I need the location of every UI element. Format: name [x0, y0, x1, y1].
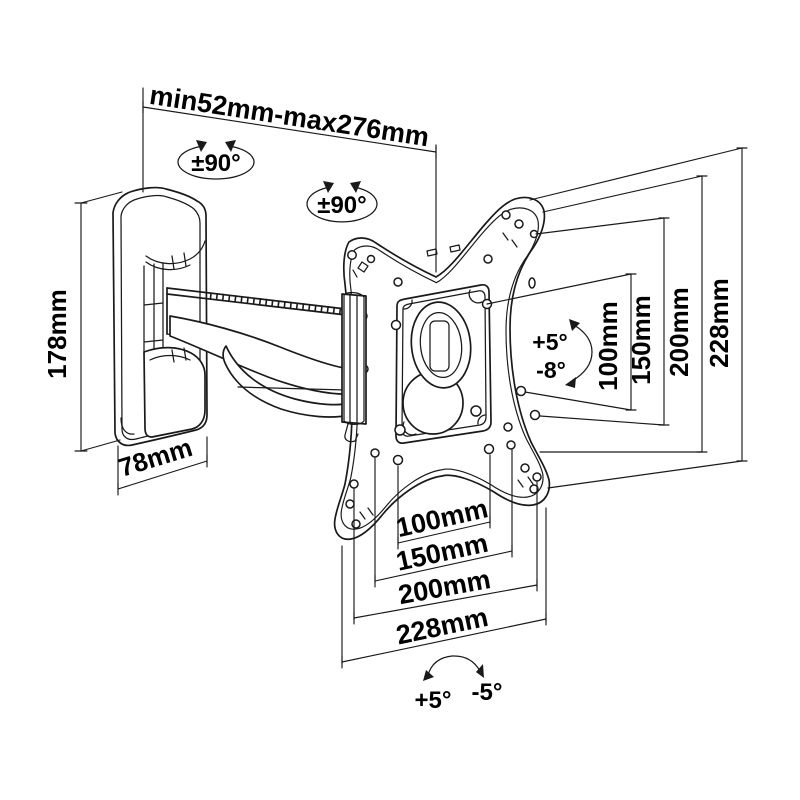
lower-knuckle [143, 346, 206, 438]
upper-knuckle-edge2 [145, 261, 191, 271]
vesa-plate [333, 196, 551, 541]
tilt-arrow-up [569, 319, 580, 331]
vesa-square-inner [401, 290, 487, 437]
wall-plate-height-label: 178mm [42, 289, 72, 379]
extension-range-label: min52mm-max276mm [148, 80, 431, 152]
arm-beam-knurling [209, 292, 346, 315]
lower-knuckle-edge [149, 347, 191, 363]
vesa-hinge-column [341, 293, 367, 425]
swivel-arrow-right [225, 140, 236, 152]
vesa-square-corner-reliefs [402, 289, 487, 436]
level-arrow-left [423, 670, 434, 681]
dim-vesa-vertical-200: 200mm [539, 175, 708, 453]
hinge-pillar [143, 262, 164, 353]
swivel-arm-label: ±90° [191, 150, 240, 177]
vesa-hinge-lines [343, 291, 365, 425]
level-indicator: +5° -5° [415, 655, 503, 714]
swivel-indicator-arm: ±90° [177, 140, 255, 180]
vesa-v100-label: 100mm [593, 301, 623, 391]
swivel-arrow-right2 [350, 181, 361, 193]
center-ring-inner [419, 311, 463, 379]
vesa-v200-label: 200mm [664, 287, 694, 377]
vesa-h228-label: 228mm [393, 602, 490, 651]
dim-wall-plate-height: 178mm [42, 191, 123, 452]
arm-bottom-line [237, 386, 347, 391]
wall-plate-inner-outline [120, 194, 201, 441]
level-arrow-right [476, 664, 484, 678]
mounting-holes [345, 210, 542, 529]
upper-knuckle-teeth [171, 252, 187, 270]
dim-vesa-vertical-100: 100mm [486, 273, 637, 411]
vesa-v150-label: 150mm [626, 295, 656, 385]
articulating-arm [166, 287, 367, 443]
dim-vesa-vertical-150: 150mm [535, 217, 670, 426]
upper-knuckle-edge [145, 240, 206, 265]
level-minus-label: -5° [472, 679, 503, 706]
swivel-arrow-left [196, 140, 207, 152]
swivel-indicator-plate: ±90° [306, 181, 378, 223]
swivel-plate-label: ±90° [317, 192, 366, 219]
center-ring-outer [410, 301, 472, 389]
wall-plate [112, 186, 208, 447]
vesa-plate-inner-outline [340, 207, 544, 530]
wall-plate-foot [120, 417, 135, 435]
swivel-arrow-left2 [323, 181, 334, 193]
tilt-down-label: -8° [536, 357, 566, 383]
tilt-up-label: +5° [532, 329, 567, 355]
tilt-arrow-down [565, 377, 576, 388]
arm-lower-swoosh [222, 345, 351, 418]
level-plus-label: +5° [415, 687, 452, 714]
tilt-indicator: +5° -8° [532, 319, 593, 388]
vesa-hinge-hook [344, 423, 359, 443]
ring-window-detail [429, 320, 450, 372]
vesa-square-outer [395, 283, 492, 445]
dim-vesa-vertical-228: 228mm [529, 147, 748, 489]
vesa-v228-label: 228mm [704, 278, 734, 368]
